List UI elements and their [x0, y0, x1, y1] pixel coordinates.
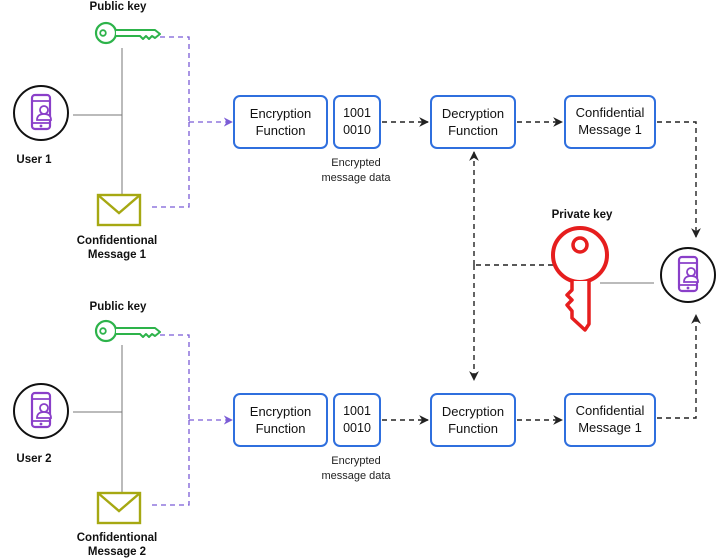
data-line2: 0010 [343, 421, 371, 435]
private-key-label: Private key [552, 209, 613, 221]
confidential-message-output-box [564, 95, 656, 149]
confidential-message-output-box [564, 393, 656, 447]
message-1-label-line1: Confidentional [77, 235, 158, 247]
key-to-encryption-path [160, 36, 190, 122]
public-key-1-icon [94, 21, 162, 45]
private-key-icon [551, 226, 609, 332]
encryption-function-box [233, 393, 328, 447]
message-to-encryption-path [152, 122, 190, 208]
message-1-envelope-icon [96, 193, 142, 227]
user-2-label: User 2 [16, 453, 51, 465]
key-to-encryption-path [160, 334, 190, 420]
message-2-label-line1: Confidentional [77, 532, 158, 544]
encrypted-label-line2: message data [321, 470, 391, 482]
encryption-function-box [233, 95, 328, 149]
encrypted-data-box [333, 393, 381, 447]
encrypted-label-line1: Encrypted [331, 455, 381, 467]
data-line1: 1001 [343, 106, 371, 120]
flow-2: User 2 Public key Confidentional Message… [12, 301, 701, 558]
public-key-2-icon [94, 319, 162, 343]
message-2-envelope-icon [96, 491, 142, 525]
message-2-label-line2: Message 2 [88, 546, 146, 558]
decryption-function-box [430, 393, 516, 447]
decryption-label-line1: Decryption [442, 404, 504, 419]
public-key-2-label: Public key [90, 301, 147, 313]
encrypted-label-line2: message data [321, 172, 391, 184]
user-1-label: User 1 [16, 154, 52, 166]
flow-1: User 1 Public key Confidentional Message… [12, 1, 701, 261]
user-2-phone-icon [12, 382, 70, 440]
output-label-line1: Confidential [576, 105, 645, 120]
message-to-encryption-path [152, 420, 190, 506]
encryption-label-line2: Function [256, 123, 306, 138]
encrypted-data-box [333, 95, 381, 149]
output-label-line2: Message 1 [578, 122, 642, 137]
decryption-label-line1: Decryption [442, 106, 504, 121]
arrow-to-recipient [657, 314, 701, 419]
encryption-label-line1: Encryption [250, 106, 311, 121]
decryption-label-line2: Function [448, 123, 498, 138]
output-label-line1: Confidential [576, 403, 645, 418]
data-line1: 1001 [343, 404, 371, 418]
data-line2: 0010 [343, 123, 371, 137]
private-key-section: Private key [469, 151, 717, 381]
message-1-label-line2: Message 1 [88, 249, 147, 261]
user-1-phone-icon [12, 84, 70, 142]
decryption-function-box [430, 95, 516, 149]
public-key-1-label: Public key [90, 1, 147, 13]
arrow-to-recipient [657, 121, 701, 238]
encryption-label-line1: Encryption [250, 404, 311, 419]
output-label-line2: Message 1 [578, 420, 642, 435]
recipient-phone-icon [659, 246, 717, 304]
decryption-label-line2: Function [448, 421, 498, 436]
encrypted-label-line1: Encrypted [331, 157, 381, 169]
encryption-label-line2: Function [256, 421, 306, 436]
